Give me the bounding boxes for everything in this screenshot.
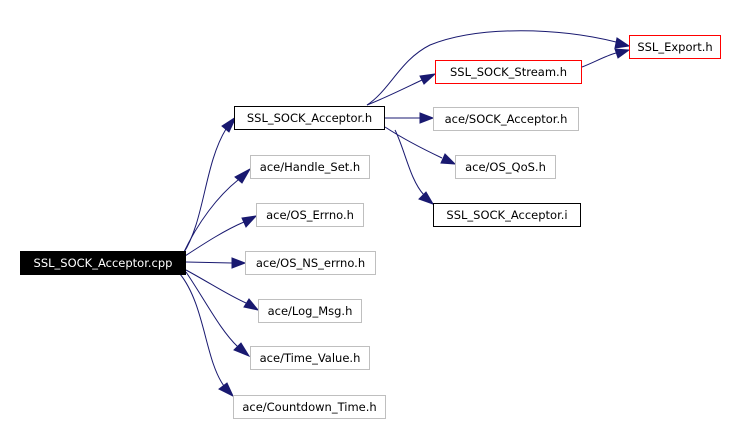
- edge-ssl-sock-stream-to-ssl-export: [581, 52, 617, 68]
- edge-root-to-ssl-sock-acceptor-h: [182, 128, 227, 255]
- arrow-head: [233, 342, 251, 358]
- arrow-head: [243, 298, 260, 311]
- arrow-head: [231, 257, 247, 269]
- node-ace-handle-set-h: ace/Handle_Set.h: [250, 155, 370, 179]
- edge-acceptor-h-to-acceptor-i: [394, 129, 425, 196]
- arrow-head: [614, 37, 631, 49]
- arrow-head: [419, 112, 435, 124]
- node-ace-os-qos-h: ace/OS_QoS.h: [455, 155, 556, 179]
- edge-root-to-time-value: [185, 271, 239, 348]
- arrow-head: [418, 191, 435, 205]
- arrow-head: [218, 382, 235, 398]
- edge-acceptor-h-to-os-qos: [384, 126, 443, 159]
- arrow-head: [234, 167, 252, 184]
- node-ace-os-ns-errno-h: ace/OS_NS_errno.h: [245, 251, 376, 275]
- edge-root-to-handle-set: [182, 179, 239, 255]
- edge-acceptor-h-to-ssl-sock-stream: [366, 79, 423, 106]
- arrow-head: [440, 153, 457, 165]
- node-ace-log-msg-h: ace/Log_Msg.h: [258, 299, 362, 323]
- node-ace-os-errno-h: ace/OS_Errno.h: [256, 203, 364, 227]
- node-ssl-sock-stream-h[interactable]: SSL_SOCK_Stream.h: [435, 60, 582, 84]
- arrow-head: [241, 215, 258, 228]
- edge-root-to-os-errno: [184, 221, 245, 257]
- node-ssl-sock-acceptor-i[interactable]: SSL_SOCK_Acceptor.i: [433, 203, 581, 227]
- edge-root-to-countdown-time: [179, 273, 225, 387]
- node-ssl-sock-acceptor-cpp[interactable]: SSL_SOCK_Acceptor.cpp: [20, 251, 186, 275]
- edge-acceptor-h-to-ssl-export: [366, 30, 617, 106]
- node-ace-time-value-h: ace/Time_Value.h: [250, 346, 370, 370]
- node-ssl-export-h[interactable]: SSL_Export.h: [629, 35, 721, 59]
- arrow-head: [419, 73, 437, 85]
- node-ace-countdown-time-h: ace/Countdown_Time.h: [233, 395, 386, 419]
- node-ace-sock-acceptor-h: ace/SOCK_Acceptor.h: [433, 107, 579, 131]
- edge-root-to-os-ns-errno: [185, 261, 233, 264]
- arrow-head: [221, 115, 238, 133]
- node-ssl-sock-acceptor-h[interactable]: SSL_SOCK_Acceptor.h: [234, 106, 385, 130]
- edge-root-to-log-msg: [185, 269, 247, 304]
- arrow-head: [614, 48, 631, 59]
